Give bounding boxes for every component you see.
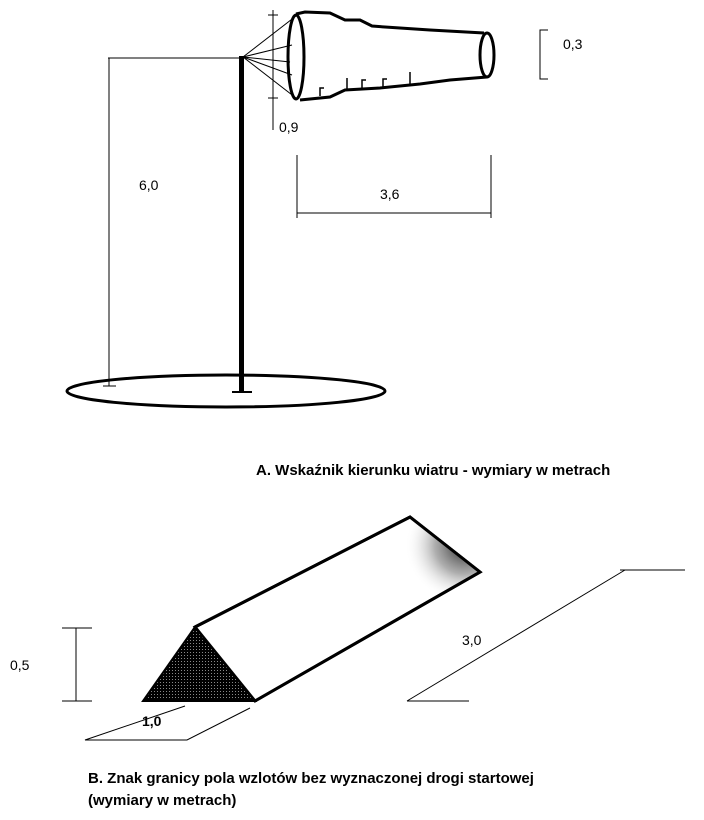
length-label: 3,6 (380, 186, 400, 202)
length-label-b: 3,0 (462, 632, 482, 648)
base-label-b: 1,0 (142, 713, 162, 729)
height-dimension (103, 57, 243, 387)
height-label: 6,0 (139, 177, 159, 193)
base-circle (65, 373, 387, 409)
mast (239, 56, 244, 392)
tail-label: 0,3 (563, 36, 583, 52)
caption-b-line1: B. Znak granicy pola wzlotów bez wyznacz… (88, 770, 534, 787)
tail-dimension (539, 29, 548, 80)
caption-b-line2: (wymiary w metrach) (88, 792, 236, 809)
height-label-b: 0,5 (10, 657, 30, 673)
length-dimension (296, 155, 492, 218)
caption-a: A. Wskaźnik kierunku wiatru - wymiary w … (256, 462, 610, 479)
sock-tail (478, 31, 496, 79)
length-dimension-b (406, 569, 685, 702)
height-dimension-b (62, 627, 92, 702)
mouth-dimension (268, 10, 278, 130)
prism-end-triangle (141, 625, 258, 702)
boundary-marker-figure: 0,5 1,0 3,0 B. Znak granicy pola wzlotów… (10, 515, 685, 809)
sock-mouth (286, 13, 306, 101)
sock-body (295, 10, 488, 102)
ground-outline (84, 705, 251, 741)
mouth-label: 0,9 (279, 119, 299, 135)
windsock-figure: 6,0 0,9 3,6 0,3 A. Wskaźnik kierunku wia… (65, 10, 610, 479)
